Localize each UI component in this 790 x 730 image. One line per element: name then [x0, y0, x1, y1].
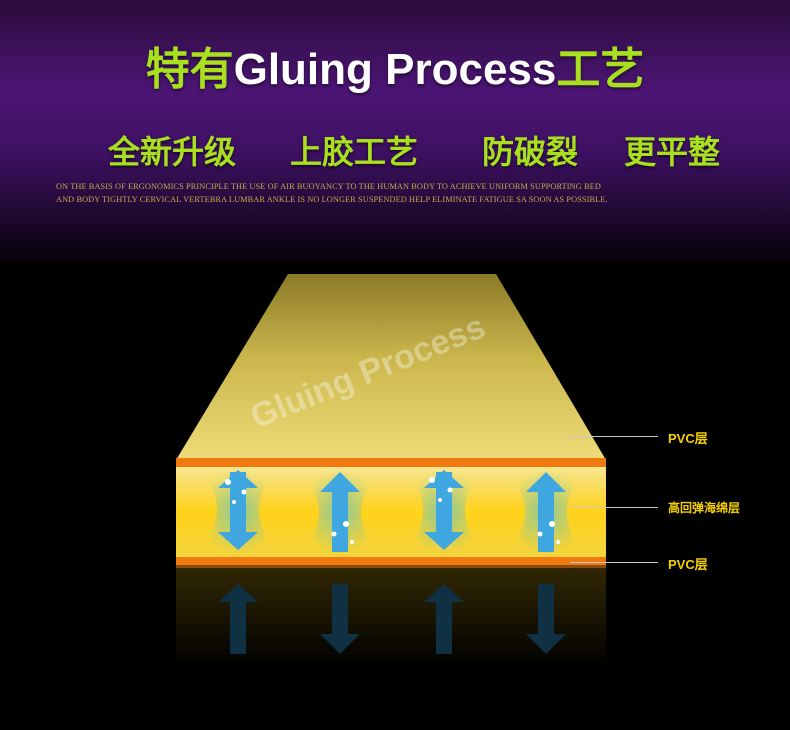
header-banner: 特有Gluing Process工艺 全新升级 上胶工艺 防破裂 更平整 ON … [0, 0, 790, 262]
bottom-pvc-strip [176, 557, 606, 565]
description-line-1: ON THE BASIS OF ERGONOMICS PRINCIPLE THE… [56, 182, 601, 191]
up-arrow-3-head [424, 470, 464, 488]
leader-line-top [570, 436, 658, 437]
arrow-group-1 [198, 470, 278, 554]
feature-tags: 全新升级 上胶工艺 防破裂 更平整 [0, 128, 790, 176]
bottom-pvc-edge [176, 565, 606, 568]
up-arrow-4 [526, 472, 566, 552]
leader-line-bottom [570, 562, 658, 563]
reflection [176, 568, 606, 668]
feature-tag-anti-crack: 防破裂 [482, 133, 579, 171]
leader-line-middle [570, 507, 658, 508]
title-en: Gluing Process [233, 45, 557, 94]
label-sponge: 高回弹海绵层 [668, 501, 741, 515]
feature-tag-gluing: 上胶工艺 [290, 133, 419, 171]
label-bottom-pvc: PVC层 [668, 557, 708, 572]
arrow-group-3 [404, 470, 484, 554]
up-arrow-2 [320, 472, 360, 552]
description: ON THE BASIS OF ERGONOMICS PRINCIPLE THE… [56, 180, 746, 206]
top-pvc-strip [176, 458, 606, 467]
arrow-group-4 [506, 470, 586, 554]
label-top-pvc: PVC层 [668, 431, 708, 446]
title-cn-suffix: 工艺 [556, 45, 645, 94]
page-title: 特有Gluing Process工艺 [0, 40, 790, 100]
top-face [176, 274, 606, 460]
feature-tag-flatter: 更平整 [624, 133, 721, 171]
down-arrow-1 [218, 472, 258, 550]
layer-diagram: Gluing Process [176, 274, 606, 668]
description-line-2: AND BODY TIGHTLY CERVICAL VERTEBRA LUMBA… [56, 195, 608, 204]
down-arrow-3 [424, 472, 464, 550]
feature-tag-upgrade: 全新升级 [108, 133, 237, 171]
arrow-group-2 [300, 470, 380, 554]
title-cn-prefix: 特有 [145, 45, 234, 94]
